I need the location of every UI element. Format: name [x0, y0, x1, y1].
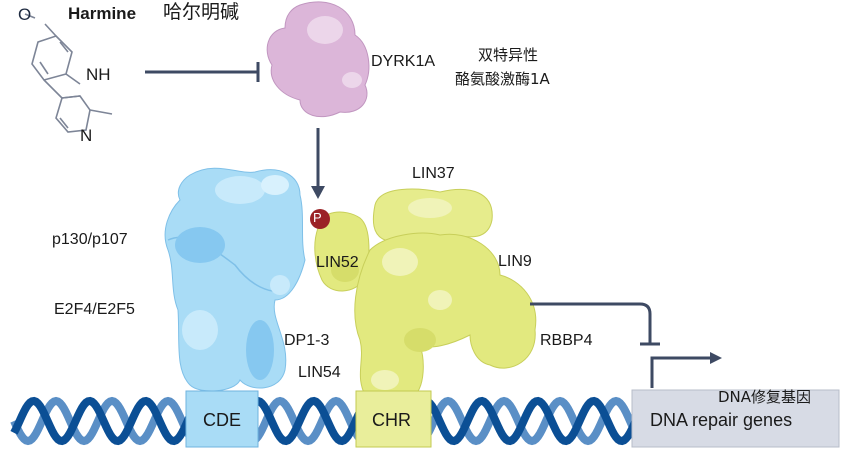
- label-genes-cn: DNA修复基因: [718, 388, 812, 406]
- atom-n: N: [80, 126, 93, 145]
- kinase-name-cn-1: 双特异性: [478, 46, 539, 64]
- label-lin37: LIN37: [412, 165, 455, 182]
- muvb-core-protein: [314, 188, 537, 396]
- phospho-label: P: [313, 210, 322, 225]
- gene-box: [631, 389, 840, 448]
- cde-box: [185, 390, 259, 448]
- drug-name-cn: 哈尔明碱: [163, 1, 240, 23]
- label-p130: p130/p107: [52, 231, 128, 248]
- label-rbbp4: RBBP4: [540, 332, 593, 349]
- label-genes: DNA repair genes: [650, 410, 793, 430]
- dna-helix: [10, 396, 644, 446]
- label-lin9: LIN9: [498, 253, 532, 270]
- label-dp: DP1-3: [284, 332, 330, 349]
- drug-name: Harmine: [68, 4, 137, 23]
- kinase-name: DYRK1A: [371, 53, 436, 70]
- label-lin52: LIN52: [316, 254, 359, 271]
- harmine-structure-icon: [24, 13, 113, 133]
- transcription-arrow: [650, 356, 712, 388]
- repress-line: [530, 302, 652, 343]
- label-chr: CHR: [372, 410, 411, 430]
- atom-nh: NH: [86, 65, 111, 84]
- dna-strand: [10, 396, 644, 446]
- chr-box: [355, 390, 432, 448]
- e2f-dp-p130-protein: [164, 167, 306, 392]
- phospho-marker: [310, 209, 330, 229]
- kinase-name-cn-2: 酪氨酸激酶1A: [455, 70, 550, 88]
- label-e2f: E2F4/E2F5: [54, 301, 135, 318]
- label-lin54: LIN54: [298, 364, 341, 381]
- dyrk1a-protein: [266, 1, 370, 118]
- label-cde: CDE: [203, 410, 242, 430]
- atom-o: O: [18, 5, 32, 24]
